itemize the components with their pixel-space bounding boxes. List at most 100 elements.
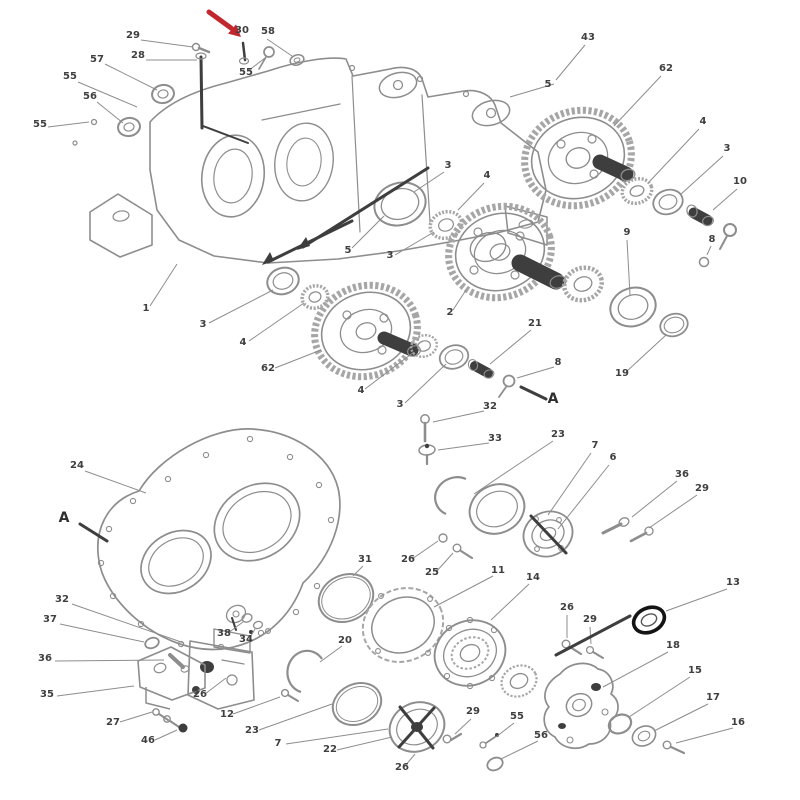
part-circle — [452, 543, 462, 553]
part-number-label: 38 — [217, 628, 231, 639]
leader-line — [352, 565, 364, 577]
part-number-label: 32 — [483, 401, 497, 412]
part-ellipse — [157, 89, 169, 99]
part-ellipse — [213, 148, 253, 204]
part-circle — [662, 740, 672, 750]
part-number-label: 19 — [615, 368, 629, 379]
part-ellipse — [444, 349, 464, 365]
part-ellipse — [483, 369, 495, 379]
part-line — [421, 94, 431, 223]
highlight-layer — [206, 9, 667, 635]
part-ellipse — [659, 312, 689, 338]
leader-line — [56, 685, 135, 697]
part-ellipse — [607, 713, 633, 735]
leader-line — [285, 728, 389, 745]
part-ellipse — [266, 266, 300, 296]
part-ellipse — [410, 334, 438, 358]
part-circle — [488, 674, 496, 682]
part-number-label: 58 — [261, 26, 275, 37]
part-circle — [342, 310, 352, 320]
part-ellipse — [454, 212, 546, 292]
leader-line — [432, 410, 485, 423]
part-number-label: 4 — [358, 385, 365, 396]
part-circle — [202, 451, 210, 459]
gear-62-upper — [521, 106, 635, 210]
part-line — [168, 653, 185, 669]
part-circle — [72, 140, 78, 146]
part-number-label: 5 — [545, 79, 552, 90]
part-ellipse — [274, 122, 334, 202]
part-ellipse — [469, 231, 507, 263]
cluster-gear — [562, 265, 604, 303]
leader-line — [266, 38, 293, 57]
part-ellipse — [547, 131, 609, 185]
part-circle — [556, 517, 562, 523]
part-circle — [280, 688, 290, 698]
part-dark-detail — [411, 722, 423, 732]
leader-line — [319, 645, 343, 663]
leader-line — [413, 171, 445, 193]
part-number-label: 3 — [387, 250, 394, 261]
part-circle — [257, 629, 265, 637]
snap-ring — [434, 476, 467, 516]
part-number-label: 11 — [491, 565, 505, 576]
leader-line — [84, 470, 147, 494]
part-ellipse — [686, 204, 698, 218]
part-number-label: 46 — [141, 735, 155, 746]
part-number-label: 22 — [323, 744, 337, 755]
part-number-label: 3 — [724, 143, 731, 154]
part-line — [498, 386, 507, 398]
part-number-label: 21 — [528, 318, 542, 329]
part-circle — [327, 516, 335, 524]
part-number-label: 14 — [526, 572, 540, 583]
part-ellipse — [335, 686, 379, 722]
leader-line — [648, 494, 698, 529]
leader-line — [457, 182, 485, 211]
leader-line — [140, 39, 194, 48]
part-circle — [226, 674, 238, 686]
part-number-label: 5 — [345, 245, 352, 256]
leader-line — [679, 155, 724, 196]
leader-line — [454, 718, 472, 735]
part-circle — [263, 46, 275, 58]
leader-line — [104, 63, 158, 91]
part-ellipse — [473, 229, 527, 275]
red-highlight-arrow — [206, 9, 234, 31]
part-number-label: 3 — [200, 319, 207, 330]
part-number-label: 6 — [610, 452, 617, 463]
bold-pointer-line — [554, 614, 632, 657]
leader-line — [602, 651, 669, 688]
part-ellipse — [200, 134, 266, 218]
part-number-label: 36 — [38, 653, 52, 664]
part-line — [719, 235, 728, 250]
part-ellipse — [539, 526, 557, 542]
part-ellipse — [180, 665, 190, 673]
leader-line — [452, 289, 467, 311]
part-number-label: 29 — [466, 706, 480, 717]
part-line — [669, 745, 686, 755]
part-circle — [377, 345, 387, 355]
bold-pointer-line — [78, 522, 109, 543]
part-circle — [585, 645, 595, 655]
part-number-label: 4 — [240, 337, 247, 348]
part-number-label: 55 — [510, 711, 524, 722]
part-number-label: 1 — [143, 303, 150, 314]
part-circle — [490, 626, 498, 634]
part-line — [601, 522, 623, 535]
part-ellipse — [293, 57, 301, 63]
part-circle — [443, 672, 451, 680]
part-number-label: 23 — [551, 429, 565, 440]
part-circle — [556, 139, 566, 149]
part-ellipse — [355, 322, 377, 340]
part-number-label: 10 — [733, 176, 747, 187]
leader-line — [204, 677, 227, 695]
snap-ring — [286, 649, 323, 694]
part-ellipse — [331, 682, 383, 726]
highlighted-oring-13-inner — [640, 613, 658, 627]
part-shaft — [241, 41, 247, 62]
part-circle — [466, 682, 474, 690]
part-number-label: 24 — [70, 460, 84, 471]
leader-line — [232, 696, 281, 715]
part-line — [261, 103, 341, 121]
part-circle — [723, 223, 737, 237]
